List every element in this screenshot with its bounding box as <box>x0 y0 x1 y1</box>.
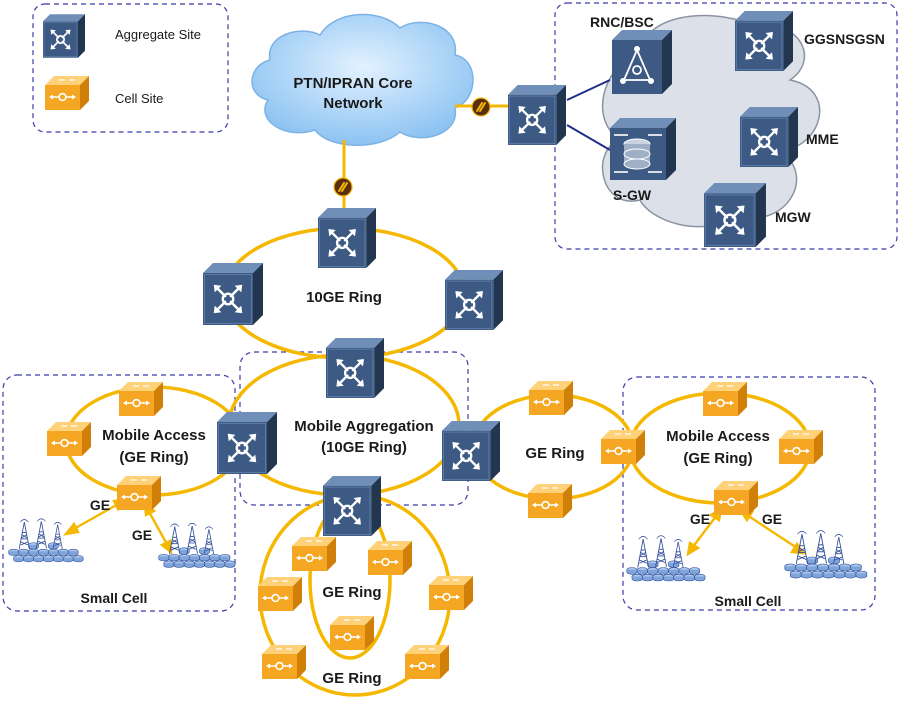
aggregate-router-10ge-left <box>203 263 263 325</box>
cell-site <box>330 616 374 650</box>
cell-site <box>405 645 449 679</box>
aggregate-router-10ge-bottom <box>326 338 384 398</box>
sgw-device <box>610 118 676 180</box>
cell-site <box>429 576 473 610</box>
cell-site <box>779 430 823 464</box>
aggregate-router-10ge-top <box>318 208 376 268</box>
firewall-icon <box>471 97 491 117</box>
cell-site <box>714 481 758 515</box>
left-access-box <box>2 374 236 612</box>
ge-link-left-1 <box>71 501 121 532</box>
cell-site <box>601 430 645 464</box>
cell-site <box>119 382 163 416</box>
cell-site <box>117 476 161 510</box>
aggregation-label-line2: (10GE Ring) <box>321 439 407 456</box>
mme-router <box>740 107 798 167</box>
cell-site <box>703 382 747 416</box>
cell-site <box>47 422 91 456</box>
legend-aggregate-icon <box>43 14 85 57</box>
right-access-label-line2: (GE Ring) <box>683 450 752 467</box>
cell-site <box>262 645 306 679</box>
aggregate-router-aggregation-left <box>217 412 277 474</box>
legend-box <box>32 3 229 133</box>
sgw-label: S-GW <box>613 187 652 203</box>
rnc-bsc-label: RNC/BSC <box>590 14 654 30</box>
mme-label: MME <box>806 131 839 147</box>
gateway-to-rnc-link <box>566 79 611 101</box>
cell-site <box>528 484 572 518</box>
right-ge-label-2: GE <box>762 511 782 527</box>
right-access-box <box>622 376 876 611</box>
arrow-head <box>686 541 701 557</box>
legend-cell-label: Cell Site <box>115 91 163 106</box>
legend-aggregate-label: Aggregate Site <box>115 27 201 42</box>
mgw-router <box>704 183 766 247</box>
right-ge-label-1: GE <box>690 511 710 527</box>
database-icon <box>623 138 651 170</box>
ring-10ge-label: 10GE Ring <box>306 289 382 306</box>
legend-cell-icon <box>45 76 89 110</box>
small-cell-cluster-right-1 <box>627 536 705 581</box>
left-access-label-line1: Mobile Access <box>102 427 206 444</box>
ge-ring-inner-label: GE Ring <box>322 584 381 601</box>
rnc-bsc-device <box>612 30 672 94</box>
ge-ring-right-label: GE Ring <box>525 445 584 462</box>
cell-site <box>258 577 302 611</box>
core-network-title-line1: PTN/IPRAN Core <box>293 75 412 92</box>
left-access-label-line2: (GE Ring) <box>119 449 188 466</box>
cell-site <box>529 381 573 415</box>
ge-ring-outer-label: GE Ring <box>322 670 381 687</box>
ge-link-left-2 <box>146 509 170 547</box>
left-ge-label-1: GE <box>90 497 110 513</box>
ggsn-sgsn-router <box>735 11 793 71</box>
ge-link-right-2 <box>746 513 798 550</box>
aggregate-router-aggregation-right <box>442 421 500 481</box>
aggregate-router-aggregation-bottom <box>323 476 381 536</box>
aggregate-router-core-gateway <box>508 85 566 145</box>
ggsn-sgsn-label: GGSNSGSN <box>804 31 885 47</box>
left-small-cell-label: Small Cell <box>81 590 148 606</box>
aggregation-label-line1: Mobile Aggregation <box>294 418 433 435</box>
core-network-title-line2: Network <box>323 95 383 112</box>
ge-link-right-1 <box>691 514 718 549</box>
small-cell-cluster-right-2 <box>785 531 867 579</box>
right-access-label-line1: Mobile Access <box>666 428 770 445</box>
arrow-head <box>63 521 80 536</box>
firewall-icon <box>333 177 353 197</box>
right-small-cell-label: Small Cell <box>715 593 782 609</box>
aggregate-router-10ge-right <box>445 270 503 330</box>
cell-site <box>368 541 412 575</box>
mgw-label: MGW <box>775 209 812 225</box>
arrow-head <box>159 539 173 555</box>
core-network-cloud <box>251 13 474 146</box>
left-ge-label-2: GE <box>132 527 152 543</box>
cell-site <box>292 537 336 571</box>
gateway-to-sgw-link <box>566 124 611 151</box>
